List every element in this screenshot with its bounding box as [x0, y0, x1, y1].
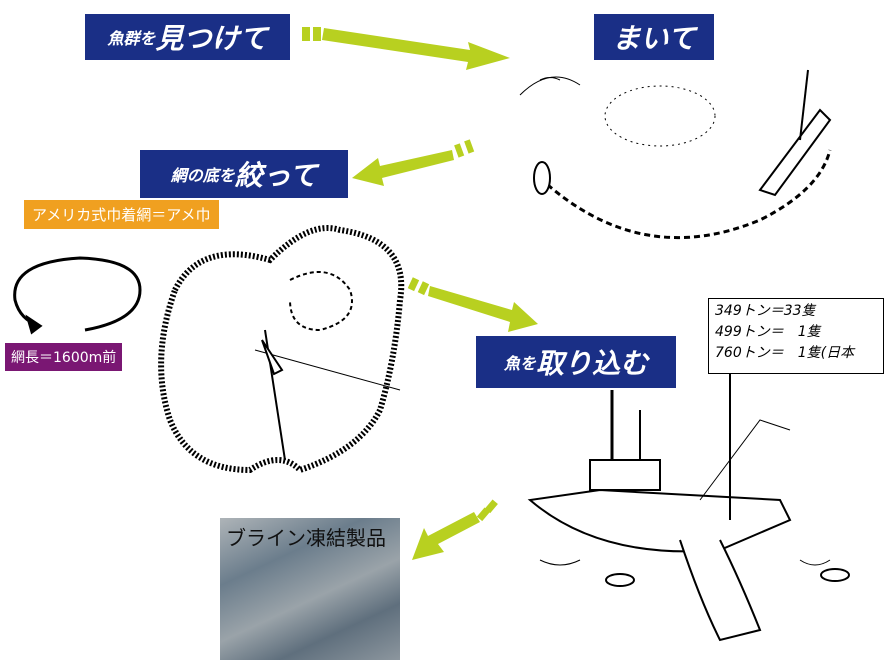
step-find-small-text: 魚群を: [107, 29, 156, 48]
arrow-purse-to-haul: [407, 277, 538, 332]
step-purse-big-text: 絞って: [234, 159, 318, 192]
step-haul-small-text: 魚を: [503, 354, 536, 373]
arrow-find-to-encircle: [302, 27, 510, 70]
haul-boat-scene: [527, 360, 850, 642]
purse-net-scene: [158, 225, 405, 474]
net-length-label: 網長＝1600m前: [5, 343, 123, 371]
arrow-haul-to-product: [412, 499, 498, 560]
step-purse-small-text: 網の底を: [170, 166, 235, 185]
step-haul-big-text: 取り込む: [536, 347, 649, 380]
net-length-loop: [13, 256, 142, 335]
step-haul-label: 魚を 取り込む: [476, 336, 676, 388]
fleet-spec-box: 349トン＝33隻 499トン＝ 1隻 760トン＝ 1隻(日本: [708, 298, 884, 374]
step-encircle-text: まいて: [612, 22, 696, 55]
product-photo: [220, 518, 400, 660]
product-label: ブライン凍結製品: [226, 526, 386, 550]
net-type-label: アメリカ式巾着網＝アメ巾: [24, 200, 219, 229]
fleet-line-3: 760トン＝ 1隻(日本: [715, 345, 855, 361]
arrow-encircle-to-purse: [352, 139, 475, 186]
step-purse-label: 網の底を 絞って: [140, 150, 348, 198]
fleet-line-2: 499トン＝ 1隻: [715, 324, 821, 340]
encircle-scene: [519, 69, 832, 240]
step-encircle-label: まいて: [594, 14, 714, 60]
step-find-big-text: 見つけて: [155, 22, 268, 55]
step-find-label: 魚群を 見つけて: [85, 14, 290, 60]
fleet-line-1: 349トン＝33隻: [715, 303, 816, 319]
